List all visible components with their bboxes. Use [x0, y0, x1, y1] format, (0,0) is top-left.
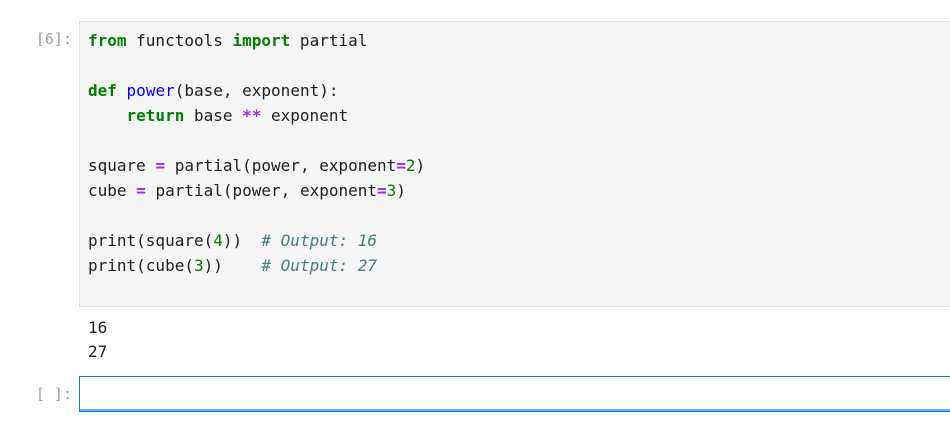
code-comment: # Output: 27 [261, 256, 377, 275]
code-text: print(square( [88, 231, 214, 250]
code-text: cube [88, 181, 137, 200]
operator: = [377, 181, 387, 200]
code-text: square [88, 156, 156, 175]
number-literal: 2 [405, 156, 416, 175]
code-cell-input[interactable]: from functools import partial def power(… [79, 21, 950, 307]
code-editor[interactable]: from functools import partial def power(… [88, 28, 425, 278]
operator: = [155, 156, 166, 175]
operator: = [136, 181, 146, 200]
empty-code-cell-input[interactable] [79, 376, 950, 412]
number-literal: 3 [386, 181, 397, 200]
code-text: print(cube( [88, 256, 194, 275]
number-literal: 3 [193, 256, 204, 275]
operator: = [396, 156, 406, 175]
keyword: return [126, 106, 185, 125]
code-text: functools [126, 31, 233, 50]
output-line: 16 [88, 318, 108, 337]
code-text: ) [396, 181, 406, 200]
code-text: exponent [261, 106, 349, 125]
code-text: partial(power, exponent [145, 181, 377, 200]
cell-prompt-empty: [ ]: [35, 385, 72, 403]
code-text: )) [203, 256, 262, 275]
keyword: def [88, 81, 117, 100]
code-text: )) [222, 231, 262, 250]
code-comment: # Output: 16 [261, 231, 377, 250]
text-cursor [88, 385, 89, 405]
code-text: base [184, 106, 243, 125]
code-text: partial(power, exponent [165, 156, 397, 175]
keyword: from [88, 31, 127, 50]
operator: ** [242, 106, 262, 125]
code-text: partial [290, 31, 368, 50]
code-text: (base, exponent): [174, 81, 339, 100]
indent [88, 106, 127, 125]
output-line: 27 [88, 342, 108, 361]
keyword: import [232, 31, 291, 50]
function-name: power [126, 81, 175, 100]
number-literal: 4 [213, 231, 223, 250]
code-text: ) [415, 156, 426, 175]
cell-prompt-6: [6]: [35, 30, 72, 48]
